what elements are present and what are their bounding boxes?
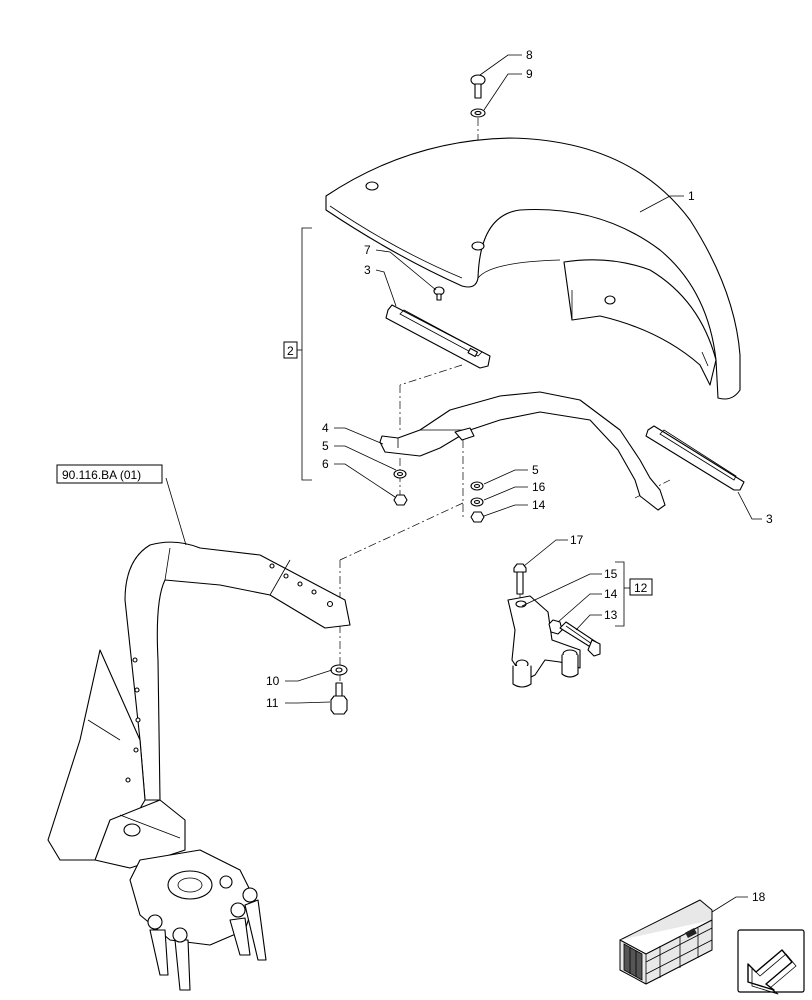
callout-7: 7 — [364, 243, 371, 257]
bolt-7[interactable] — [433, 286, 445, 301]
reference-label[interactable]: 90.116.BA (01) — [56, 464, 163, 484]
kit-12-bracket — [615, 561, 630, 627]
washer-9[interactable] — [470, 108, 486, 118]
callout-14-kit: 14 — [604, 587, 618, 601]
callout-4: 4 — [322, 421, 329, 435]
slotted-plate-left[interactable] — [385, 304, 491, 369]
bolt-11[interactable] — [330, 682, 348, 715]
callout-16: 16 — [532, 480, 546, 494]
callout-15: 15 — [604, 567, 618, 581]
callout-8: 8 — [526, 48, 533, 62]
callout-18: 18 — [752, 890, 766, 904]
kit-2-bracket — [297, 227, 312, 481]
callout-9: 9 — [526, 67, 533, 81]
washer-5-left[interactable] — [393, 469, 407, 479]
svg-text:90.116.BA (01): 90.116.BA (01) — [62, 468, 141, 482]
callout-3-left: 3 — [364, 263, 371, 277]
rear-frame[interactable] — [47, 541, 351, 991]
svg-text:12: 12 — [634, 581, 648, 595]
callout-labels: 8 9 1 7 3 4 5 6 5 16 14 3 17 15 14 13 10… — [266, 48, 773, 904]
bracket-15[interactable] — [507, 595, 581, 688]
bolt-8[interactable] — [470, 74, 486, 99]
crate-icon[interactable] — [619, 899, 713, 985]
callout-10: 10 — [266, 674, 280, 688]
fender-support-bracket[interactable] — [379, 391, 666, 511]
washer-5-right[interactable] — [470, 481, 484, 491]
leader-lines — [165, 54, 762, 913]
slotted-plate-right[interactable] — [645, 425, 745, 491]
callout-11: 11 — [266, 696, 279, 710]
callout-3-right: 3 — [766, 512, 773, 526]
nut-14[interactable] — [470, 511, 485, 523]
svg-text:2: 2 — [287, 344, 294, 358]
washer-16[interactable] — [470, 497, 484, 507]
nut-14-kit[interactable] — [548, 619, 563, 635]
bolt-17[interactable] — [513, 563, 527, 595]
washer-10[interactable] — [330, 664, 348, 676]
callout-5-right: 5 — [532, 463, 539, 477]
callout-17: 17 — [570, 533, 584, 547]
kit-2-label[interactable]: 2 — [283, 341, 298, 359]
nut-6[interactable] — [393, 494, 408, 506]
callout-6: 6 — [322, 457, 329, 471]
callout-5-left: 5 — [322, 439, 329, 453]
callout-1: 1 — [688, 189, 695, 203]
callout-13: 13 — [604, 608, 618, 622]
bolt-13[interactable] — [559, 621, 601, 657]
callout-14-right: 14 — [532, 498, 546, 512]
fender[interactable] — [325, 137, 741, 400]
kit-12-label[interactable]: 12 — [629, 578, 653, 596]
arrow-icon[interactable] — [737, 929, 805, 995]
